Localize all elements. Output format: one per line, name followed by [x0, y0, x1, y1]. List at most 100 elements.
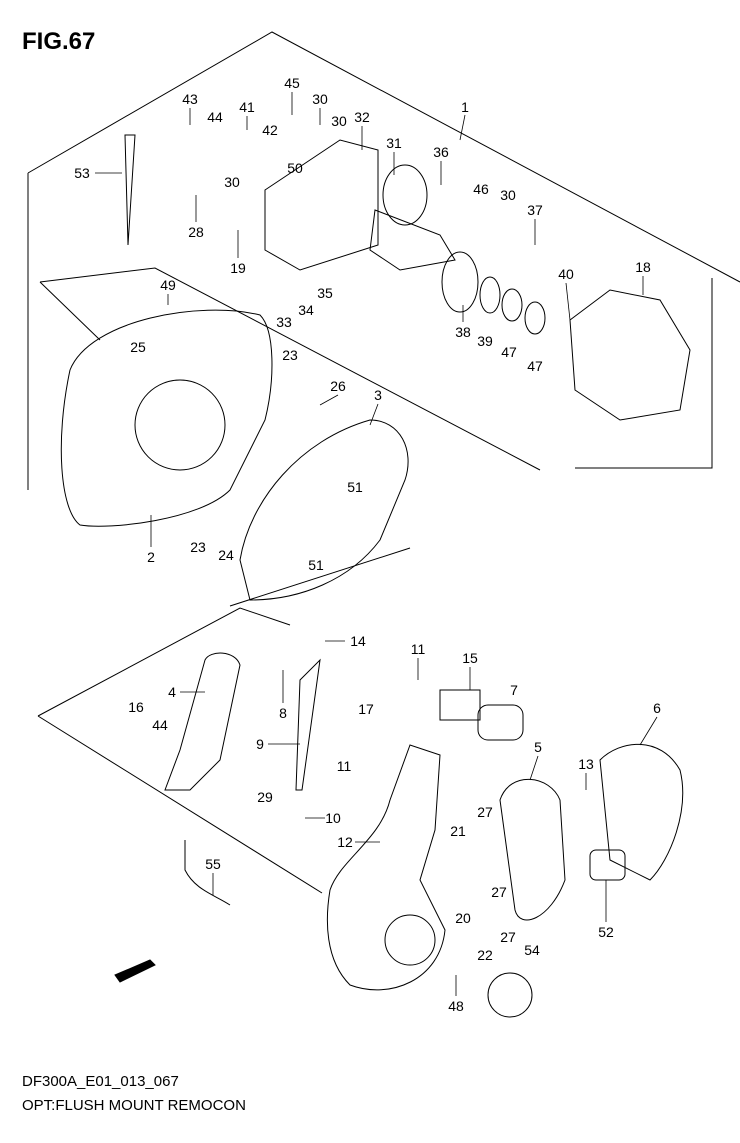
callout-33: 33	[276, 314, 292, 330]
callout-27: 27	[491, 884, 507, 900]
callout-6: 6	[653, 700, 661, 716]
callout-13: 13	[578, 756, 594, 772]
group-box-right	[575, 278, 713, 469]
callout-11: 11	[336, 758, 352, 774]
callout-19: 19	[230, 260, 246, 276]
callout-2: 2	[147, 549, 155, 565]
callout-26: 26	[330, 378, 346, 394]
cover-plate-hole	[134, 379, 226, 471]
callout-31: 31	[386, 135, 402, 151]
callout-55: 55	[205, 856, 221, 872]
callout-15: 15	[462, 650, 478, 666]
callout-48: 48	[448, 998, 464, 1014]
callout-47: 47	[501, 344, 517, 360]
handle-lever	[326, 744, 446, 991]
washer-47	[501, 288, 523, 322]
group-box-bottom-left	[37, 715, 323, 894]
figure-code: DF300A_E01_013_067	[22, 1073, 179, 1090]
callout-23: 23	[190, 539, 206, 555]
group-box-mid-bottom	[229, 547, 411, 607]
callout-38: 38	[455, 324, 471, 340]
fwd-arrow	[114, 959, 156, 983]
washer-39	[479, 276, 501, 314]
control-bracket	[264, 139, 379, 271]
callout-30: 30	[500, 187, 516, 203]
switch-52	[589, 849, 626, 881]
callout-27: 27	[477, 804, 493, 820]
handle-hub	[384, 914, 436, 966]
gear-case	[569, 289, 691, 421]
callout-29: 29	[257, 789, 273, 805]
group-box-mid-left	[39, 281, 101, 341]
callout-47: 47	[527, 358, 543, 374]
callout-3: 3	[374, 387, 382, 403]
cable-55	[184, 840, 231, 906]
callout-46: 46	[473, 181, 489, 197]
callout-54: 54	[524, 942, 540, 958]
callout-39: 39	[477, 333, 493, 349]
housing-plate	[239, 419, 409, 601]
cable-tie-53	[124, 134, 136, 246]
callout-41: 41	[239, 99, 255, 115]
washer-47b	[524, 301, 546, 335]
callout-4: 4	[168, 684, 176, 700]
shaft-collar	[382, 164, 428, 226]
callout-34: 34	[298, 302, 314, 318]
callout-17: 17	[358, 701, 374, 717]
callout-25: 25	[130, 339, 146, 355]
lever-4	[164, 652, 241, 791]
group-box-bottom	[37, 607, 291, 717]
callout-53: 53	[74, 165, 90, 181]
callout-28: 28	[188, 224, 204, 240]
group-box-top	[27, 31, 740, 283]
figure-caption: OPT:FLUSH MOUNT REMOCON	[22, 1097, 246, 1114]
callout-24: 24	[218, 547, 234, 563]
callout-50: 50	[287, 160, 303, 176]
callout-14: 14	[350, 633, 366, 649]
callout-20: 20	[455, 910, 471, 926]
callout-40: 40	[558, 266, 574, 282]
callout-51: 51	[308, 557, 324, 573]
callout-16: 16	[128, 699, 144, 715]
callout-52: 52	[598, 924, 614, 940]
callout-32: 32	[354, 109, 370, 125]
callout-43: 43	[182, 91, 198, 107]
callout-30: 30	[312, 91, 328, 107]
seal-38	[441, 251, 479, 313]
callout-12: 12	[337, 834, 353, 850]
callout-23: 23	[282, 347, 298, 363]
grip-5	[499, 778, 566, 921]
callout-49: 49	[160, 277, 176, 293]
callout-11: 11	[410, 641, 426, 657]
callout-42: 42	[262, 122, 278, 138]
group-box-mid	[39, 267, 541, 471]
callout-44: 44	[152, 717, 168, 733]
cap-54	[487, 972, 533, 1018]
button-7	[477, 704, 524, 741]
callout-10: 10	[325, 810, 341, 826]
grip-cover-6	[599, 743, 684, 881]
remote-cover-plate	[60, 309, 273, 527]
callout-45: 45	[284, 75, 300, 91]
callout-27: 27	[500, 929, 516, 945]
callout-9: 9	[256, 736, 264, 752]
callout-37: 37	[527, 202, 543, 218]
callout-18: 18	[635, 259, 651, 275]
callout-5: 5	[534, 739, 542, 755]
switch-15	[439, 689, 481, 721]
callout-1: 1	[461, 99, 469, 115]
neutral-lever-9	[295, 658, 321, 791]
callout-35: 35	[317, 285, 333, 301]
callout-21: 21	[450, 823, 466, 839]
callout-30: 30	[331, 113, 347, 129]
callout-22: 22	[477, 947, 493, 963]
callout-51: 51	[347, 479, 363, 495]
leader-lines	[95, 92, 658, 996]
figure-title: FIG.67	[22, 28, 96, 55]
shaft	[369, 209, 456, 271]
callout-36: 36	[433, 144, 449, 160]
callout-30: 30	[224, 174, 240, 190]
callout-44: 44	[207, 109, 223, 125]
